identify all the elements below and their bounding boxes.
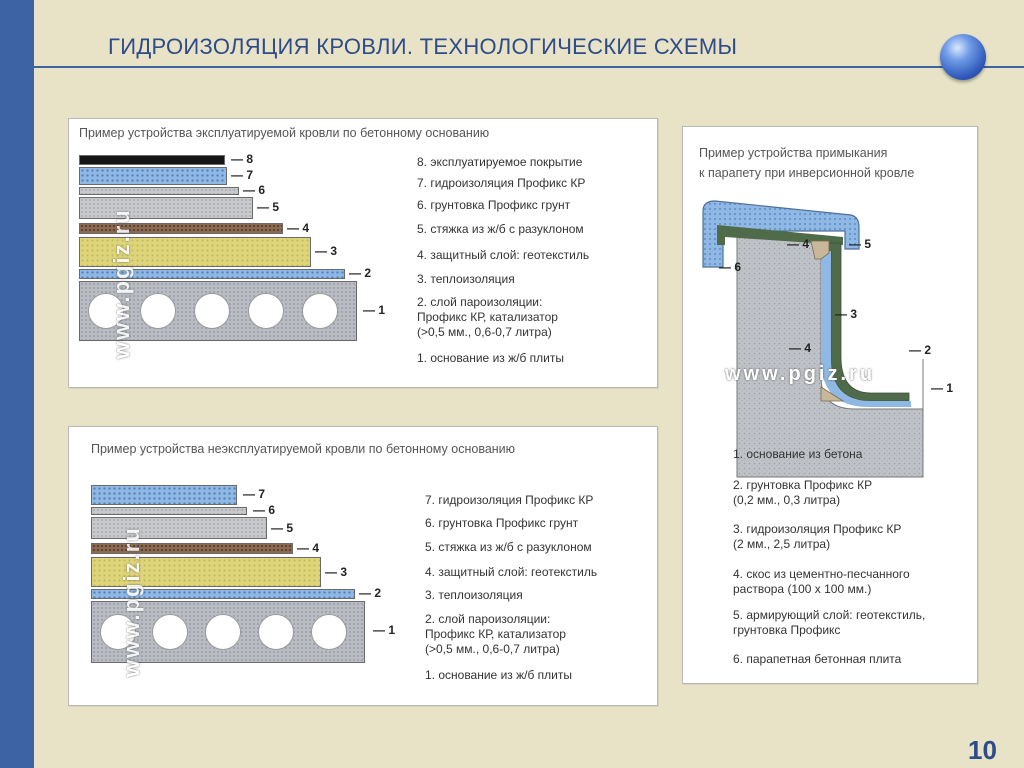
slab-hole [100, 614, 136, 650]
layer-number: 5 [271, 521, 293, 535]
callout-6: 6 [719, 260, 741, 274]
concrete-base [736, 236, 924, 478]
page-number: 10 [968, 735, 997, 765]
blue-orb-icon [940, 34, 986, 80]
legend-item: 3. теплоизоляция [425, 588, 523, 602]
layer-number: 1 [373, 623, 395, 637]
legend-item: 2. грунтовка Профикс КР (0,2 мм., 0,3 ли… [733, 478, 873, 507]
legend-item: 6. грунтовка Профикс грунт [417, 198, 571, 212]
legend-item: 1. основание из ж/б плиты [425, 668, 572, 682]
layer-number: 6 [253, 503, 275, 517]
layer-number: 7 [243, 487, 265, 501]
slab-hole [140, 293, 176, 329]
layer-2 [79, 269, 345, 279]
callout-4-top: 4 [787, 237, 809, 251]
layer-3 [79, 237, 311, 267]
layer-number: 2 [349, 266, 371, 280]
slide-title: ГИДРОИЗОЛЯЦИЯ КРОВЛИ. ТЕХНОЛОГИЧЕСКИЕ СХ… [108, 34, 738, 59]
panel-title: Пример устройства эксплуатируемой кровли… [79, 126, 490, 140]
legend-item: 2. слой пароизоляции: Профикс КР, катали… [417, 295, 558, 339]
legend-item: 1. основание из бетона [733, 447, 863, 461]
geotextile-layer [717, 225, 843, 245]
layer-6 [91, 507, 247, 515]
layer-7 [91, 485, 237, 505]
legend-item: 4. защитный слой: геотекстиль [417, 248, 590, 262]
layer-number: 2 [359, 586, 381, 600]
layer-1-slab [79, 281, 357, 341]
legend-item: 6. парапетная бетонная плита [733, 652, 902, 666]
legend-item: 7. гидроизоляция Профикс КР [417, 176, 586, 190]
slab-hole [88, 293, 124, 329]
callout-4-bottom: 4 [789, 341, 811, 355]
layer-1-slab [91, 601, 365, 663]
panel-parapet-junction: Пример устройства примыкания к парапету … [682, 126, 978, 684]
callout-1: 1 [931, 381, 953, 395]
layer-number: 1 [363, 303, 385, 317]
legend-item: 4. скос из цементно-песчанного раствора … [733, 567, 910, 596]
legend-item: 1. основание из ж/б плиты [417, 351, 564, 365]
panel-title: Пример устройства примыкания к парапету … [699, 146, 915, 180]
layer-4 [79, 223, 283, 234]
layer-4 [91, 543, 293, 554]
layer-6 [79, 187, 239, 195]
watermark: www.pgiz.ru [109, 208, 134, 359]
legend-item: 7. гидроизоляция Профикс КР [425, 493, 594, 507]
legend-item: 5. стяжка из ж/б с разуклоном [425, 540, 592, 554]
layer-number: 5 [257, 200, 279, 214]
layer-number: 3 [325, 565, 347, 579]
slab-hole [194, 293, 230, 329]
slab-hole [258, 614, 294, 650]
primer-layer [821, 251, 911, 407]
panel-exploited-roof: Пример устройства эксплуатируемой кровли… [68, 118, 658, 388]
legend-item: 3. теплоизоляция [417, 272, 515, 286]
layer-diagram: 7 6 5 4 3 2 [91, 485, 395, 675]
layer-8 [79, 155, 225, 165]
legend-item: 5. стяжка из ж/б с разуклоном [417, 222, 584, 236]
legend-item: 3. гидроизоляция Профикс КР (2 мм., 2,5 … [733, 522, 902, 551]
layer-number: 8 [231, 152, 253, 166]
layer-number: 3 [315, 244, 337, 258]
legend-item: 6. грунтовка Профикс грунт [425, 516, 579, 530]
layer-7 [79, 167, 227, 185]
layer-number: 4 [287, 221, 309, 235]
parapet-drawing [702, 200, 924, 478]
watermark: www.pgiz.ru [725, 363, 876, 385]
left-accent-bar [0, 0, 34, 768]
mortar-fillet-bottom [820, 386, 845, 402]
slab-hole [248, 293, 284, 329]
slab-hole [152, 614, 188, 650]
layer-number: 4 [297, 541, 319, 555]
mortar-fillet [810, 240, 830, 260]
layer-3 [91, 557, 321, 587]
slab-hole [311, 614, 347, 650]
layer-number: 7 [231, 168, 253, 182]
layer-5 [91, 517, 267, 539]
legend-item: 5. армирующий слой: геотекстиль, грунтов… [733, 608, 926, 637]
panel-nonexploited-roof: Пример устройства неэксплуатируемой кров… [68, 426, 658, 706]
legend-item: 2. слой пароизоляции: Профикс КР, катали… [425, 612, 566, 656]
legend-item: 4. защитный слой: геотекстиль [425, 565, 598, 579]
watermark: www.pgiz.ru [119, 526, 144, 677]
title-underline [34, 66, 1024, 68]
slab-hole [205, 614, 241, 650]
layer-diagram: 8 7 6 5 4 3 2 [79, 152, 385, 345]
legend-item: 8. эксплуатируемое покрытие [417, 155, 583, 169]
callout-2: 2 [909, 343, 931, 357]
layer-2 [91, 589, 355, 599]
layer-number: 6 [243, 183, 265, 197]
callout-3: 3 [835, 307, 857, 321]
panel-title: Пример устройства неэксплуатируемой кров… [91, 442, 516, 456]
callout-5: 5 [849, 237, 871, 251]
layer-5 [79, 197, 253, 219]
slab-hole [302, 293, 338, 329]
